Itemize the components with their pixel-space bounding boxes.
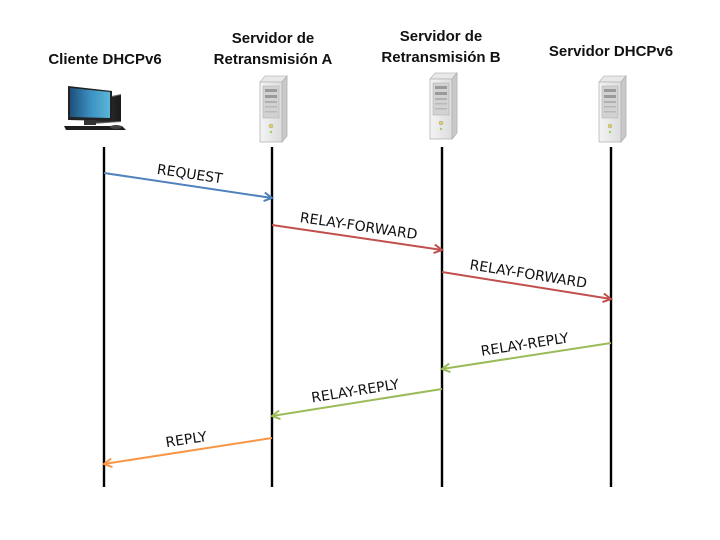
arrowhead-icon	[433, 243, 445, 255]
arrowhead-icon	[101, 457, 113, 468]
message-arrow-line	[271, 224, 443, 251]
message-arrow-line	[103, 172, 273, 199]
arrowhead-icon	[602, 292, 614, 303]
message-arrow-line	[103, 437, 273, 465]
message-0: REQUEST	[103, 162, 275, 203]
actor-label-client: Cliente DHCPv6	[48, 51, 162, 68]
actor-label-relay-b: Servidor de Retransmisión B	[381, 28, 501, 66]
arrowhead-icon	[439, 362, 451, 374]
actor-label-server: Servidor DHCPv6	[548, 43, 674, 60]
message-1: RELAY-FORWARD	[271, 210, 445, 255]
message-arrow-line	[441, 271, 612, 300]
message-arrow-line	[441, 342, 612, 370]
desktop-computer-icon	[64, 86, 126, 130]
message-label: REPLY	[165, 429, 209, 451]
server-tower-icon	[598, 74, 627, 144]
arrowhead-icon	[263, 191, 275, 203]
arrowhead-icon	[269, 409, 281, 420]
message-arrow-line	[271, 388, 443, 417]
server-tower-icon	[429, 71, 458, 141]
message-2: RELAY-FORWARD	[441, 257, 614, 303]
message-label: REQUEST	[156, 162, 224, 188]
message-5: REPLY	[101, 429, 273, 468]
message-3: RELAY-REPLY	[439, 330, 612, 374]
actor-label-relay-a: Servidor de Retransmisión A	[213, 30, 333, 68]
server-tower-icon	[259, 74, 288, 144]
message-4: RELAY-REPLY	[269, 377, 443, 420]
